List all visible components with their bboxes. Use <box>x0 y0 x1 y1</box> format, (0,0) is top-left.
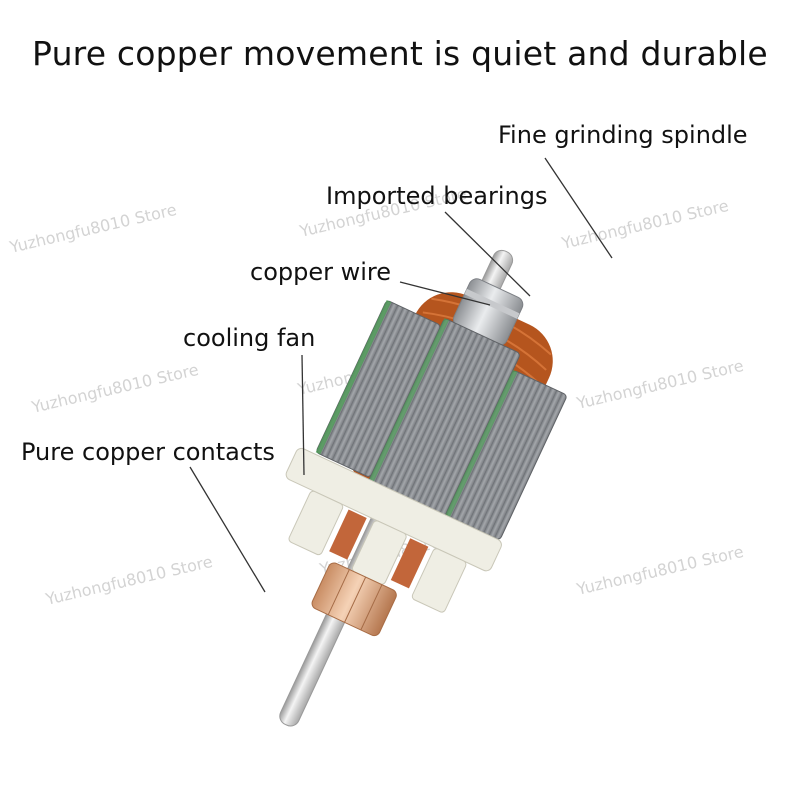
callout-bearings: Imported bearings <box>326 182 548 210</box>
callout-spindle: Fine grinding spindle <box>498 121 748 149</box>
commutator <box>311 562 397 637</box>
leader-lines <box>189 157 613 593</box>
callout-cooling-fan: cooling fan <box>183 324 316 352</box>
callout-copper-wire: copper wire <box>250 258 392 286</box>
page-title: Pure copper movement is quiet and durabl… <box>32 34 768 73</box>
callout-copper-contacts: Pure copper contacts <box>21 438 275 466</box>
